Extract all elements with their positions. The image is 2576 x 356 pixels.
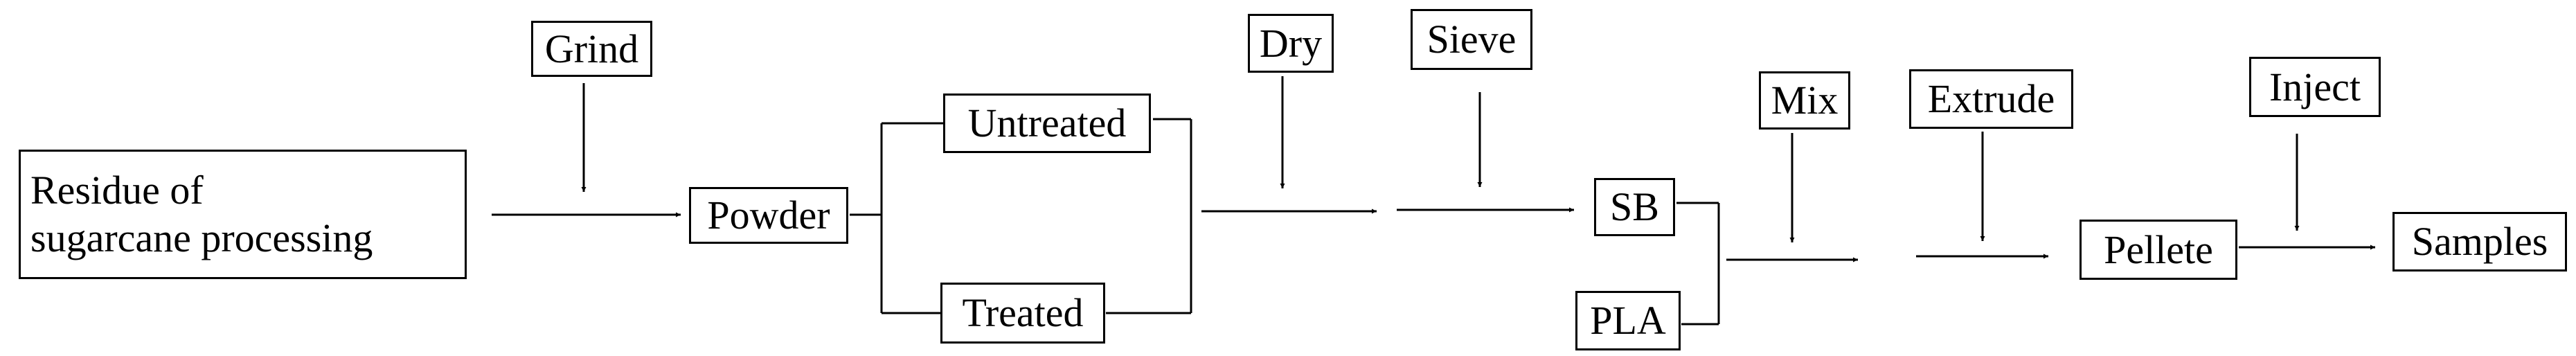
box-dry: Dry: [1248, 14, 1334, 73]
residue-line1: Residue of: [30, 168, 204, 213]
box-pla: PLA: [1575, 291, 1681, 350]
box-untreated: Untreated: [943, 94, 1151, 153]
box-mix: Mix: [1759, 71, 1850, 130]
box-extrude: Extrude: [1909, 69, 2073, 129]
box-grind: Grind: [531, 21, 652, 77]
box-powder: Powder: [689, 187, 848, 244]
box-residue: Residue of sugarcane processing: [19, 150, 467, 279]
box-inject: Inject: [2249, 57, 2381, 117]
box-treated: Treated: [940, 283, 1105, 344]
box-sieve: Sieve: [1411, 9, 1532, 70]
box-samples: Samples: [2392, 212, 2567, 272]
residue-line2: sugarcane processing: [30, 215, 373, 260]
box-pellete: Pellete: [2079, 220, 2237, 280]
box-sb: SB: [1594, 178, 1675, 236]
